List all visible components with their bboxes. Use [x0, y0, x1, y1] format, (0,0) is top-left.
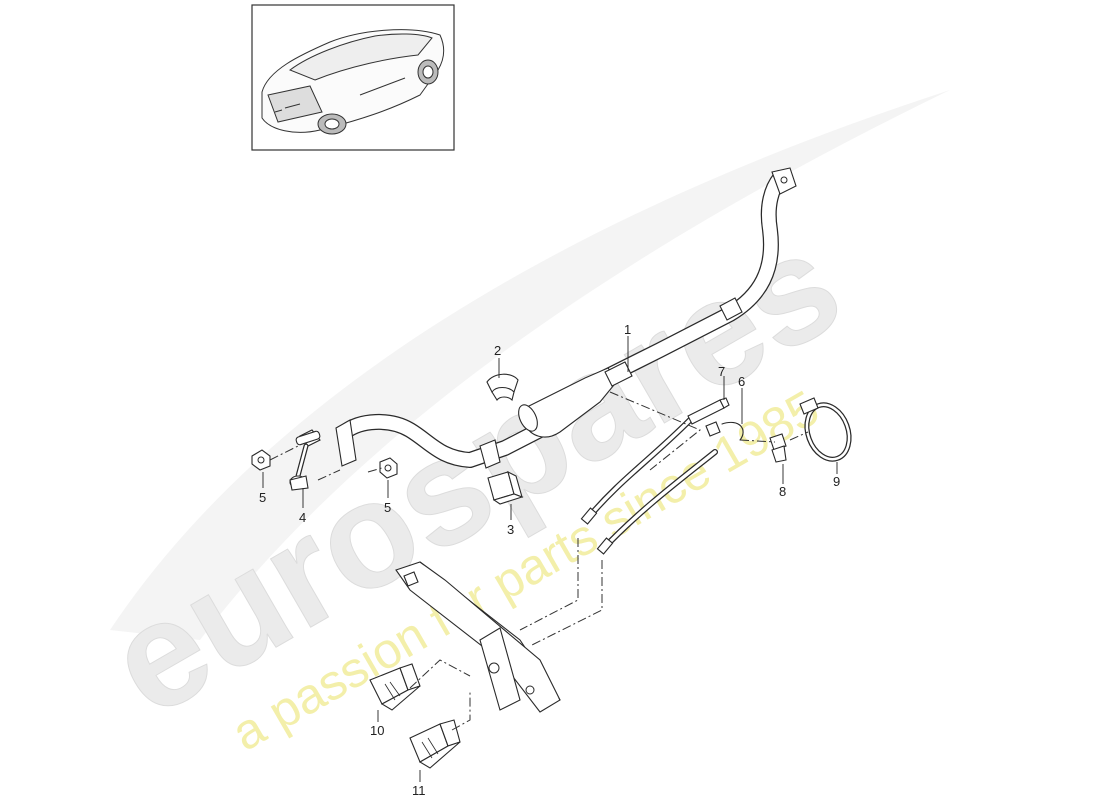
callout-11: 11 [412, 783, 426, 798]
hose-clamp [799, 397, 852, 462]
hex-nut-right [379, 457, 398, 479]
transmission-crossmember [395, 561, 561, 713]
callout-2: 2 [494, 343, 501, 358]
callout-5-left: 5 [259, 490, 266, 505]
transmission-mount-lower [409, 719, 461, 769]
clamp-half-shell [486, 373, 519, 402]
hex-nut-left [251, 449, 271, 471]
callout-4: 4 [299, 510, 306, 525]
assembly-dash-lines [269, 391, 809, 731]
callout-1: 1 [624, 322, 631, 337]
callout-10: 10 [370, 723, 384, 738]
lambda-sensor-leads [580, 397, 744, 555]
vehicle-thumbnail [251, 4, 455, 151]
retaining-clip [769, 433, 787, 463]
callout-3: 3 [507, 522, 514, 537]
callout-5-right: 5 [384, 500, 391, 515]
leader-lines [262, 336, 838, 782]
callout-6: 6 [738, 374, 745, 389]
callout-8: 8 [779, 484, 786, 499]
callout-labels: 1 2 3 4 5 5 6 7 8 9 10 11 [259, 322, 840, 798]
coupling-rod [289, 429, 321, 491]
watermark-swoosh [110, 90, 950, 640]
rubber-mount-block [487, 470, 524, 505]
callout-9: 9 [833, 474, 840, 489]
callout-7: 7 [718, 364, 725, 379]
car-rear-three-quarter-icon [261, 29, 445, 135]
exhaust-front-pipe [335, 167, 797, 469]
